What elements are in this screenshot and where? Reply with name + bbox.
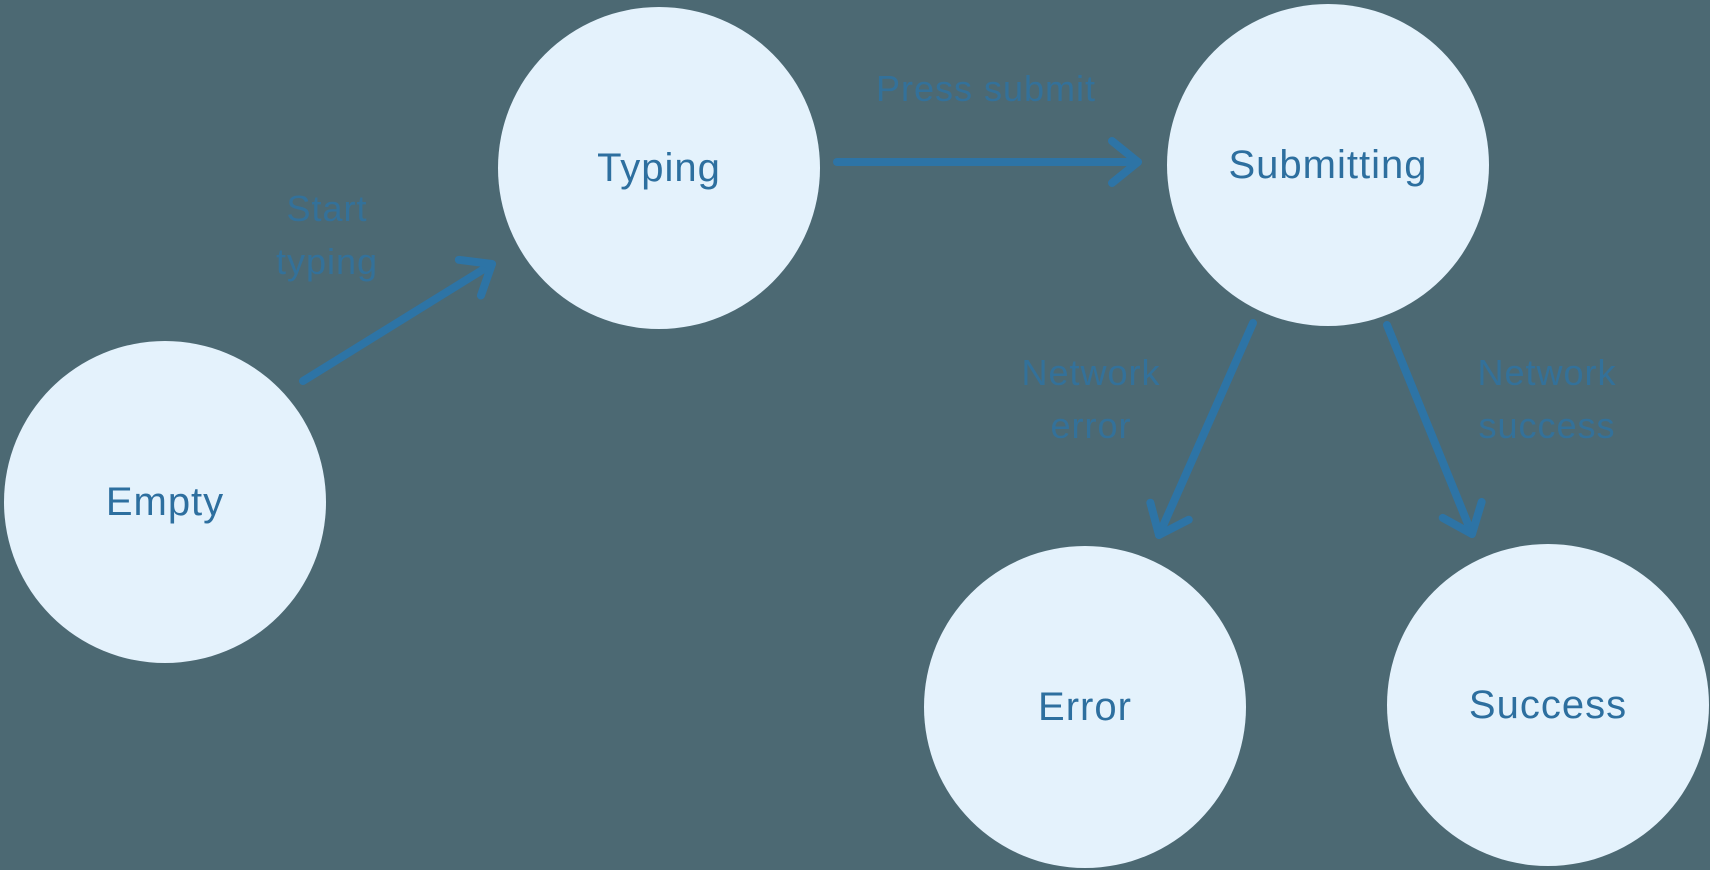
node-success: Success — [1387, 544, 1709, 866]
edge-label-start-typing: Start typing — [276, 182, 378, 288]
edge-label-line: typing — [275, 241, 379, 282]
node-typing-label: Typing — [597, 145, 721, 190]
edge-label-line: error — [1050, 405, 1132, 446]
edge-label-line: success — [1478, 405, 1616, 446]
node-error: Error — [924, 546, 1246, 868]
edge-label-press-submit: Press submit — [876, 62, 1096, 115]
edge-label-line: Network — [1477, 352, 1617, 393]
edge-network-error-arrow — [1146, 319, 1257, 539]
edge-label-network-success: Network success — [1477, 346, 1616, 452]
edge-label-network-error: Network error — [1021, 346, 1160, 452]
edge-label-line: Network — [1021, 352, 1161, 393]
node-error-label: Error — [1038, 684, 1132, 729]
node-empty-label: Empty — [105, 479, 225, 524]
node-submitting-label: Submitting — [1228, 142, 1428, 187]
node-success-label: Success — [1468, 682, 1628, 727]
node-typing: Typing — [498, 7, 820, 329]
node-empty: Empty — [4, 341, 326, 663]
edge-label-line: Start — [286, 188, 368, 229]
node-submitting: Submitting — [1167, 4, 1489, 326]
edge-label-line: Press submit — [875, 68, 1097, 109]
edge-network-success-arrow — [1383, 321, 1486, 538]
